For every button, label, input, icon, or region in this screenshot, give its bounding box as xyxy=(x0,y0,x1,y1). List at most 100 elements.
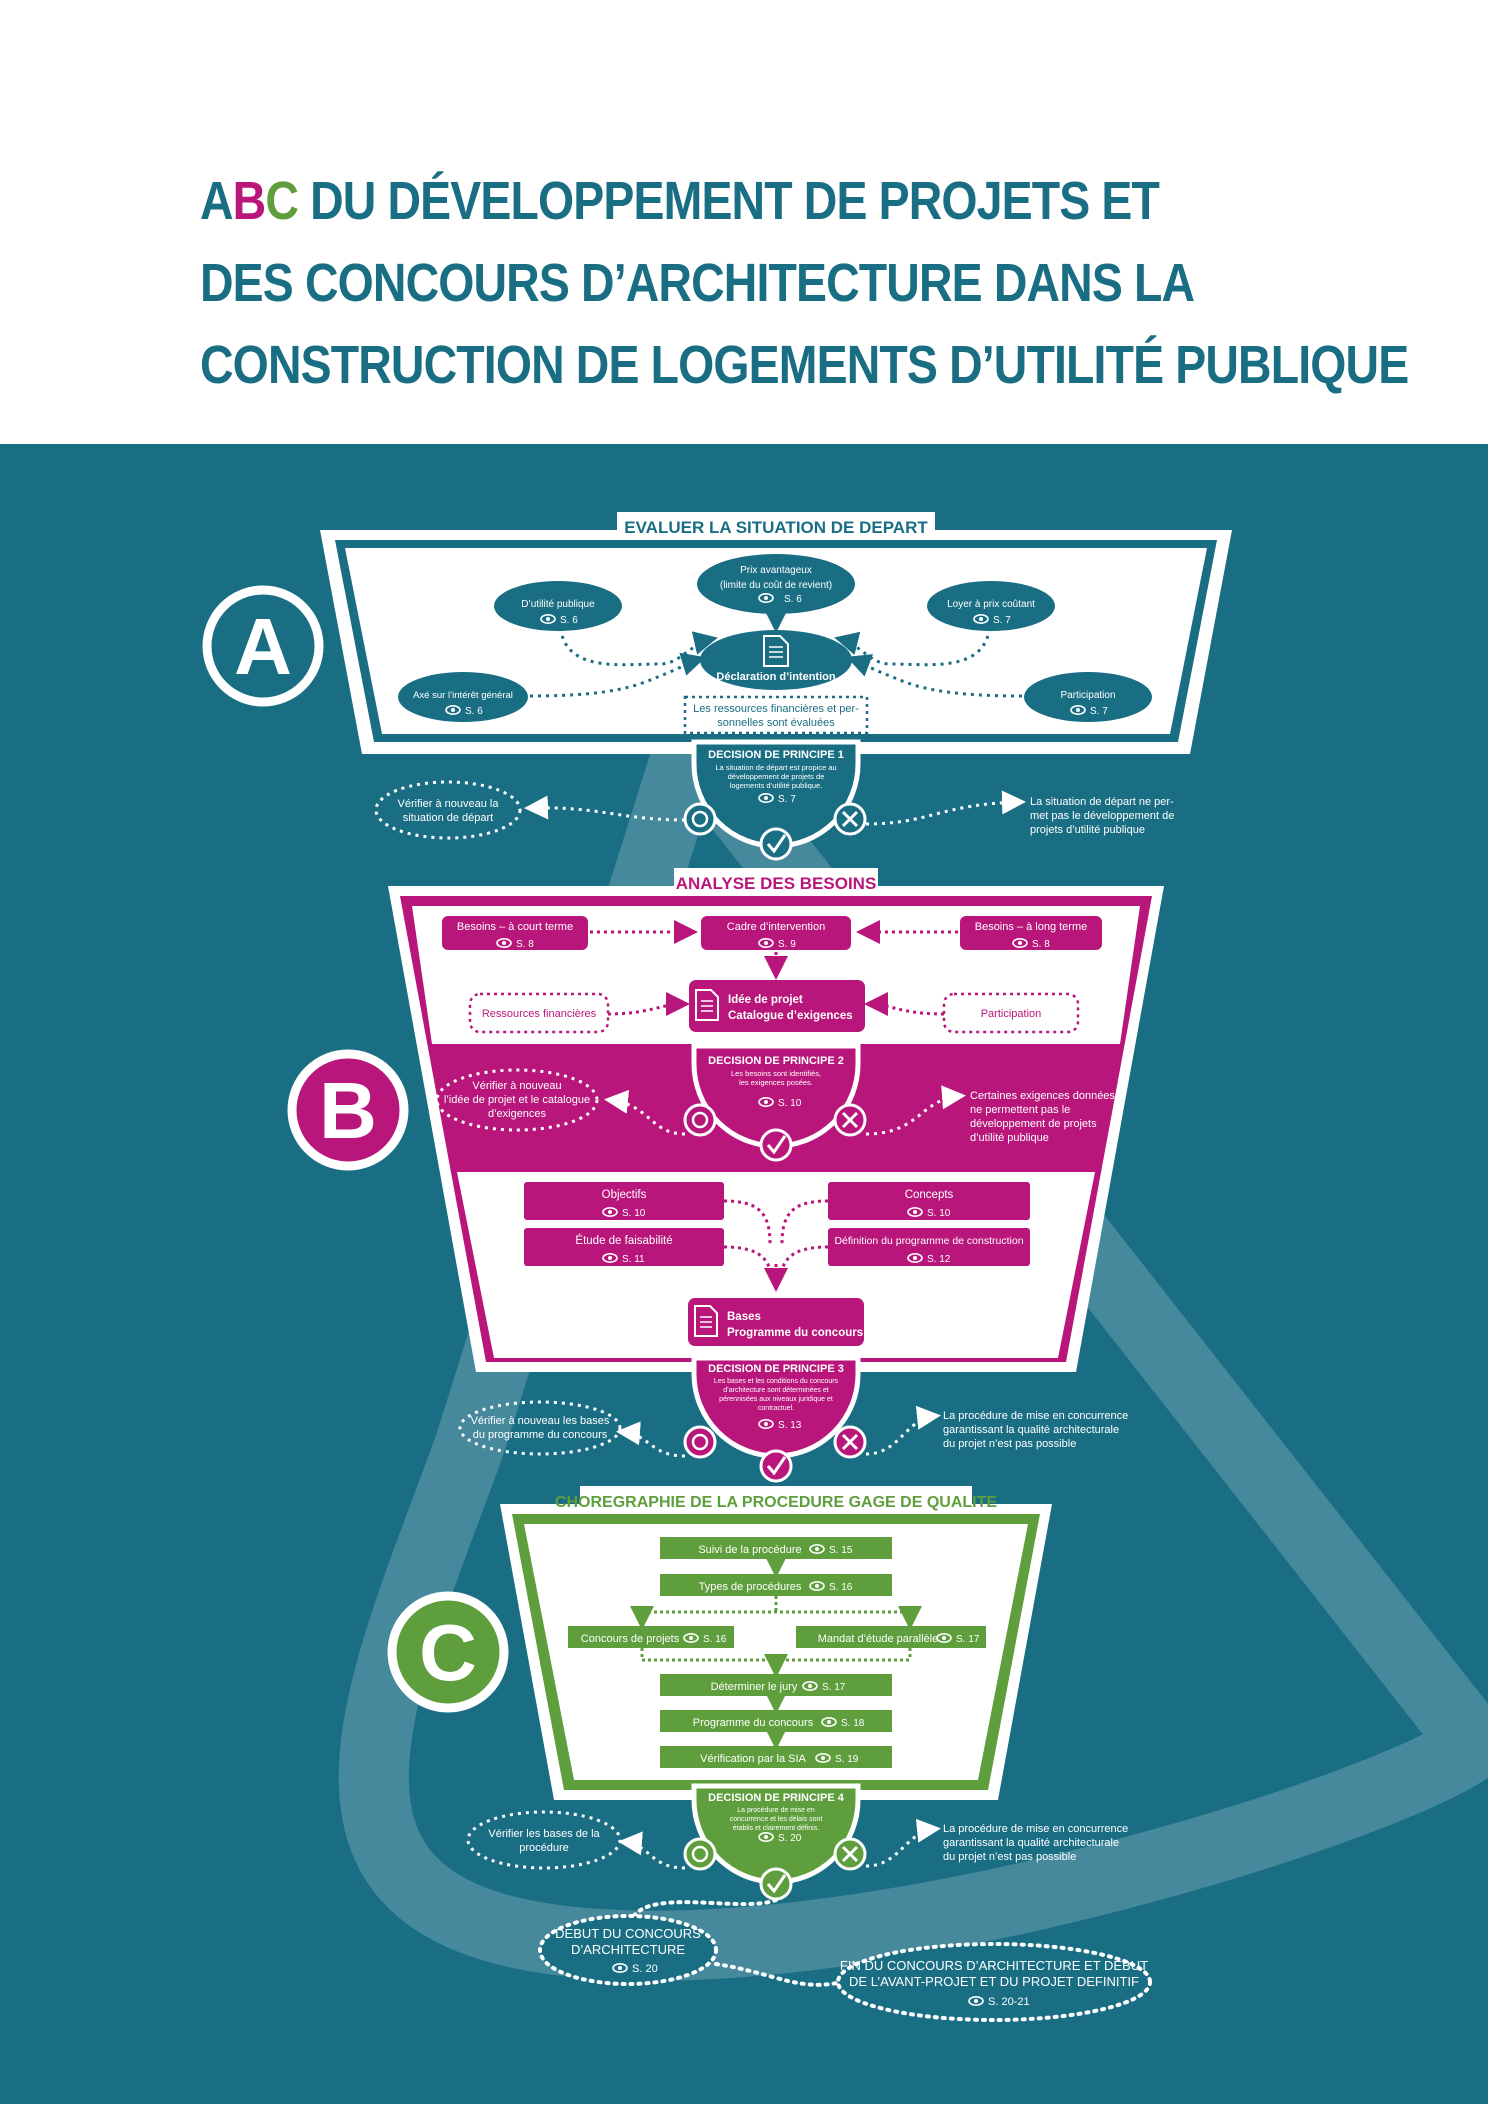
decision-4-line3: établis et clairement définis. xyxy=(733,1825,819,1832)
node-participation-b-label: Participation xyxy=(981,1008,1042,1020)
reject-icon xyxy=(833,1837,867,1871)
decision-4-page: S. 20 xyxy=(778,1833,802,1844)
node-participation-a-label: Participation xyxy=(1060,690,1115,701)
node-definition-programme: Définition du programme de construction … xyxy=(828,1228,1030,1266)
note-ressources-line2: sonnelles sont évaluées xyxy=(717,717,835,729)
decision-1-line3: logements d’utilité publique. xyxy=(730,781,823,790)
decision-4-line1: La procédure de mise en xyxy=(737,1807,815,1814)
node-long-page: S. 8 xyxy=(1032,939,1050,950)
decision-3-page: S. 13 xyxy=(778,1420,802,1431)
node-utilite-publique: D’utilité publique S. 6 xyxy=(494,581,622,631)
fail-a-line1: La situation de départ ne per- xyxy=(1030,796,1174,808)
node-loyer-prix-coutant: Loyer à prix coûtant S. 7 xyxy=(927,581,1055,631)
connector-debut-fin xyxy=(714,1962,852,1987)
title-line-2: DES CONCOURS D’ARCHITECTURE DANS LA xyxy=(200,253,1195,313)
node-cadre-page: S. 9 xyxy=(778,939,796,950)
decision-1-line1: La situation de départ est propice au xyxy=(715,763,836,772)
title-letter-a: A xyxy=(200,171,234,231)
note-ressources-evaluees: Les ressources financières et per- sonne… xyxy=(683,695,869,735)
node-bases-line1: Bases xyxy=(727,1311,761,1323)
section-b: ANALYSE DES BESOINS B Besoins – à court … xyxy=(287,868,1164,1483)
section-c-badge-letter: C xyxy=(419,1608,477,1697)
connector-utilite-declaration xyxy=(558,619,718,667)
fail-b2-line3: du projet n’est pas possible xyxy=(943,1438,1076,1450)
debut-page: S. 20 xyxy=(632,1963,658,1975)
step-types-label: Types de procédures xyxy=(699,1581,802,1593)
section-b-badge xyxy=(287,1049,409,1171)
retry-icon xyxy=(683,1837,717,1871)
step-concours-label: Concours de projets xyxy=(581,1633,680,1645)
node-besoins-court-terme: Besoins – à court terme S. 8 xyxy=(442,916,588,950)
retry-a-line2: situation de départ xyxy=(403,812,494,824)
section-a-badge xyxy=(202,585,324,707)
decision-4-line2: concurrence et les délais sont xyxy=(730,1816,823,1823)
connector-etude-bases xyxy=(723,1245,774,1281)
title-letter-c: C xyxy=(265,171,299,231)
decision-1-title: DECISION DE PRINCIPE 1 xyxy=(708,749,844,761)
step-programme-concours: Programme du concours S. 18 xyxy=(660,1710,892,1732)
node-objectifs: Objectifs S. 10 xyxy=(524,1182,724,1220)
retry-note-a: Vérifier à nouveau la situation de dépar… xyxy=(374,780,522,840)
step-sia-page: S. 19 xyxy=(835,1754,859,1765)
node-utilite-label: D’utilité publique xyxy=(521,599,595,610)
node-etude-label: Étude de faisabilité xyxy=(575,1234,672,1247)
connector-retry-c xyxy=(618,1831,686,1870)
connector-approve-debut xyxy=(628,1898,778,1926)
title-line-1: ABC DU DÉVELOPPEMENT DE PROJETS ET xyxy=(200,160,1266,242)
node-idee-projet: Idée de projet Catalogue d’exigences xyxy=(689,980,865,1032)
node-idee-line1: Idée de projet xyxy=(728,994,803,1006)
section-a: EVALUER LA SITUATION DE DEPART A Prix av… xyxy=(202,512,1232,861)
node-bases-programme: Bases Programme du concours xyxy=(688,1298,864,1346)
decision-2-page: S. 10 xyxy=(778,1098,802,1109)
connector-ressources-idee xyxy=(607,992,690,1017)
node-loyer-page: S. 7 xyxy=(993,615,1011,626)
retry-note-b: Vérifier à nouveau l’idée de projet et l… xyxy=(435,1068,599,1132)
step-programme-label: Programme du concours xyxy=(693,1717,814,1729)
connector-objectifs-bases xyxy=(723,1199,772,1245)
fin-line2: DE L’AVANT-PROJET ET DU PROJET DEFINITIF xyxy=(849,1974,1139,1989)
document-icon xyxy=(763,635,789,667)
node-objectifs-page: S. 10 xyxy=(622,1208,646,1219)
node-idee-line2: Catalogue d’exigences xyxy=(728,1010,853,1022)
fin-line1: FIN DU CONCOURS D’ARCHITECTURE ET DEBUT xyxy=(840,1958,1148,1973)
fail-c-line3: du projet n’est pas possible xyxy=(943,1851,1076,1863)
node-definition-label: Définition du programme de construction xyxy=(834,1235,1023,1247)
step-programme-page: S. 18 xyxy=(841,1718,865,1729)
node-ressources-label: Ressources financières xyxy=(482,1008,597,1020)
step-types-procedures: Types de procédures S. 16 xyxy=(660,1574,892,1596)
retry-b-line3: d’exigences xyxy=(488,1108,547,1120)
oval-debut-concours: DEBUT DU CONCOURS D’ARCHITECTURE S. 20 xyxy=(538,1914,718,1986)
step-types-page: S. 16 xyxy=(829,1582,853,1593)
step-suivi-procedure: Suivi de la procédure S. 15 xyxy=(660,1537,892,1559)
step-mandat-etude: Mandat d’étude parallèle S. 17 xyxy=(796,1626,986,1648)
node-concepts-page: S. 10 xyxy=(927,1208,951,1219)
debut-line2: D’ARCHITECTURE xyxy=(571,1942,685,1957)
reject-icon xyxy=(833,802,867,836)
section-c-header: CHOREGRAPHIE DE LA PROCEDURE GAGE DE QUA… xyxy=(555,1494,997,1511)
node-ressources-financieres: Ressources financières xyxy=(468,992,610,1034)
node-bases-line2: Programme du concours xyxy=(727,1327,863,1339)
approve-icon xyxy=(759,1449,793,1483)
node-declaration-intention: Déclaration d’intention xyxy=(700,630,852,690)
title-line-1-text: DU DÉVELOPPEMENT DE PROJETS ET xyxy=(298,171,1160,231)
page-title: ABC DU DÉVELOPPEMENT DE PROJETS ET DES C… xyxy=(200,160,1440,406)
node-loyer-label: Loyer à prix coûtant xyxy=(947,599,1035,610)
step-mandat-page: S. 17 xyxy=(956,1634,980,1645)
step-concours-projets: Concours de projets S. 16 xyxy=(568,1626,734,1648)
step-verification-sia: Vérification par la SIA S. 19 xyxy=(660,1746,892,1768)
fail-b-line3: développement de projets xyxy=(970,1118,1097,1130)
retry-b-line2: l’idée de projet et le catalogue xyxy=(444,1094,590,1106)
decision-3-line3: pérennisées aux niveaux juridique et xyxy=(719,1396,833,1403)
node-prix-avantageux: Prix avantageux (limite du coût de revie… xyxy=(697,554,855,614)
approve-icon xyxy=(759,1867,793,1901)
fail-a-line2: met pas le développement de xyxy=(1030,810,1174,822)
node-participation-b: Participation xyxy=(942,992,1080,1034)
retry-c-line2: procédure xyxy=(519,1842,569,1854)
decision-2-line1: Les besoins sont identifiés, xyxy=(731,1069,821,1078)
node-court-label: Besoins – à court terme xyxy=(457,921,573,933)
fail-a-line3: projets d’utilité publique xyxy=(1030,824,1145,836)
approve-icon xyxy=(759,827,793,861)
decision-2-title: DECISION DE PRINCIPE 2 xyxy=(708,1055,844,1067)
node-etude-page: S. 11 xyxy=(622,1254,645,1265)
retry-icon xyxy=(683,1103,717,1137)
